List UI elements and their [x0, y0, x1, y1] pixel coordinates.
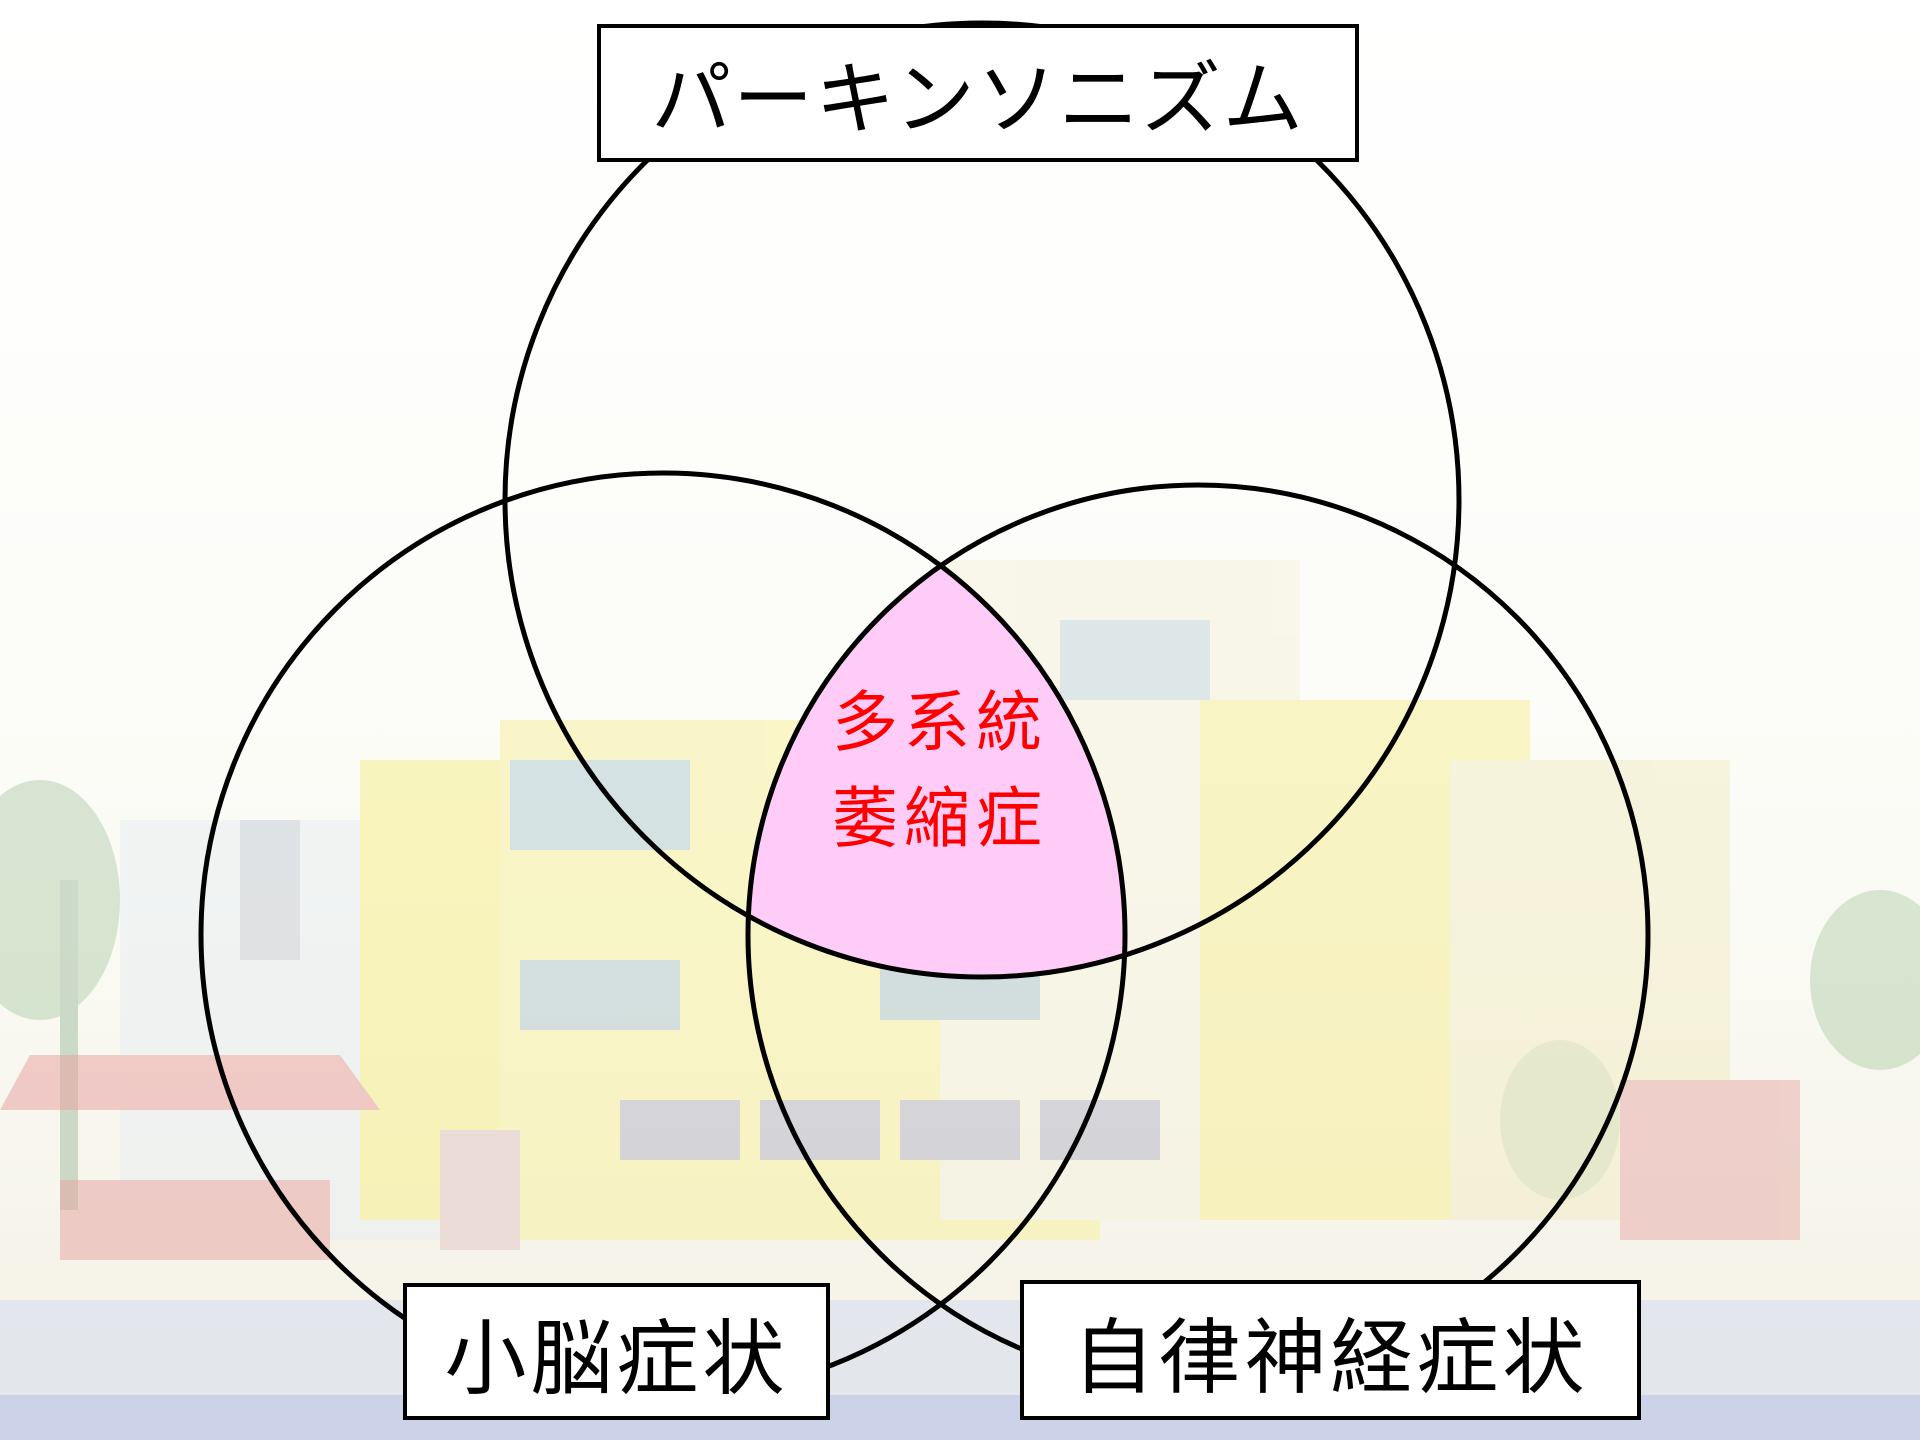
intersection-label-line-1: 多系統	[832, 684, 1048, 761]
intersection-label: 多系統 萎縮症	[780, 675, 1100, 867]
set-label-cerebellar-symptoms: 小脳症状	[403, 1283, 830, 1420]
intersection-region	[748, 485, 1125, 977]
set-label-parkinsonism: パーキンソニズム	[597, 24, 1359, 162]
set-label-autonomic-symptoms: 自律神経症状	[1020, 1280, 1641, 1420]
intersection-label-line-2: 萎縮症	[832, 780, 1048, 857]
